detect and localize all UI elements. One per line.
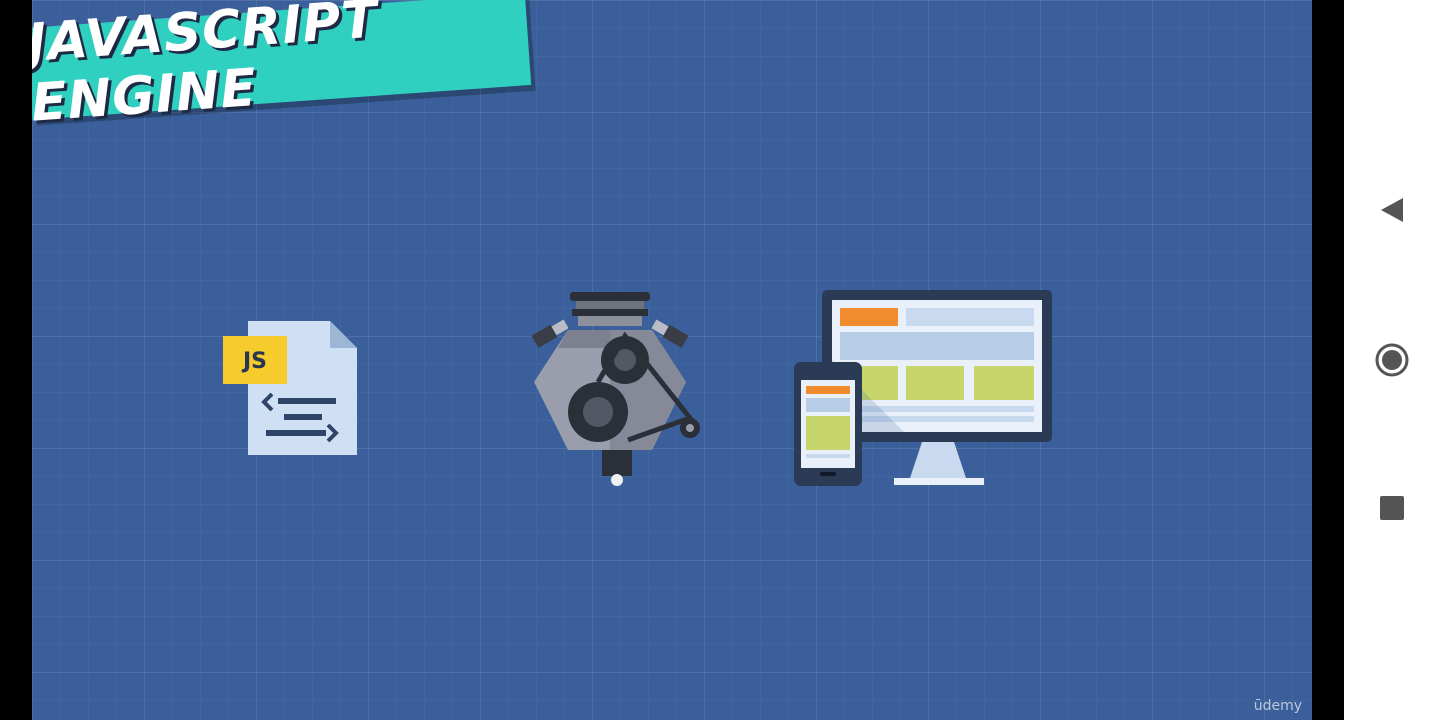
slide-title: JAVASCRIPT ENGINE (32, 0, 380, 134)
home-icon (1375, 343, 1409, 377)
android-nav-bar (1344, 0, 1440, 720)
js-badge-label: JS (241, 349, 267, 374)
devices-icon (794, 290, 1052, 486)
back-button[interactable] (1368, 186, 1416, 234)
video-frame[interactable]: JAVASCRIPT ENGINE JS (32, 0, 1312, 720)
js-file-icon: JS (223, 321, 357, 455)
title-banner: JAVASCRIPT ENGINE (32, 0, 532, 134)
back-icon (1381, 198, 1403, 222)
home-button[interactable] (1368, 336, 1416, 384)
udemy-watermark: ūdemy (1253, 698, 1302, 714)
recents-icon (1380, 496, 1404, 520)
recents-button[interactable] (1368, 484, 1416, 532)
engine-icon (531, 292, 700, 486)
